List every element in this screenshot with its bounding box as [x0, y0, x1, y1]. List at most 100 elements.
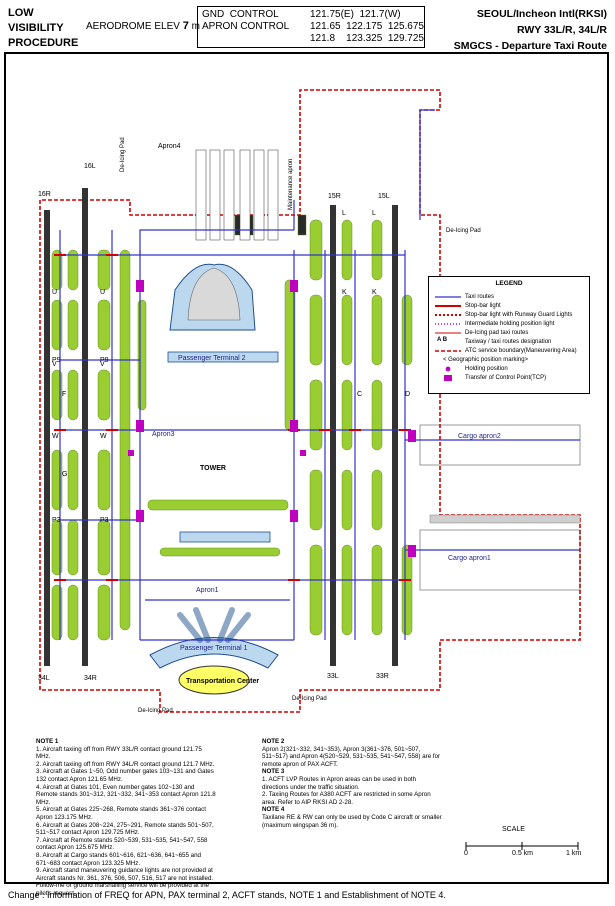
note-1-title: NOTE 1: [36, 738, 59, 745]
legend-item: De-Icing pad taxi routes: [465, 330, 529, 336]
tcp-markers: [128, 280, 416, 557]
cargo-apron-2-area: [419, 424, 581, 466]
transportation-center-shape: [178, 665, 250, 695]
scale: SCALE 0 0.5 km 1 km: [456, 826, 584, 866]
taxiway-label: P9: [52, 357, 61, 364]
note-2-text: Apron 2(321~332, 341~353), Apron 3(361~3…: [262, 745, 441, 768]
legend-taxiway-designation-symbol: A B: [437, 337, 448, 343]
aerodrome-elevation: AERODROME ELEV 7 m: [86, 20, 200, 32]
passenger-terminal-2-label: Passenger Terminal 2: [178, 355, 246, 362]
taxiway-label: W: [52, 433, 59, 440]
taxiway-label: V: [52, 361, 57, 368]
apron-control-values-2: 121.8 123.325 129.725: [310, 33, 424, 44]
runway-16l-34r: [82, 188, 88, 666]
legend: LEGEND A B Taxi routes Stop-bar light St…: [428, 276, 590, 394]
runway-label-34l: 34L: [38, 675, 50, 682]
taxiway-label: V: [100, 361, 105, 368]
grass-right: [234, 214, 413, 636]
note-3-item: 1. ACFT LVP Routes in Apron areas can be…: [262, 775, 417, 791]
chart-frame: [4, 52, 609, 884]
taxiway-label: G: [62, 471, 67, 478]
terminal-2-dome: [187, 267, 241, 321]
runway-designators: RWY 33L/R, 34L/R: [516, 24, 607, 36]
runway-label-16r: 16R: [38, 191, 51, 198]
procedure-title-line-2: VISIBILITY: [8, 22, 64, 34]
runway-label-33r: 33R: [376, 673, 389, 680]
scale-label-1km: 1 km: [566, 850, 582, 857]
runway-16r-34l: [44, 210, 50, 666]
legend-symbols: [435, 296, 461, 381]
gnd-control-label: GND CONTROL: [202, 9, 279, 20]
taxiway-label: L: [372, 210, 376, 217]
taxiway-label: D: [405, 391, 410, 398]
taxiway-label: C: [357, 391, 362, 398]
deicing-pad-se-label: De-Icing Pad: [292, 696, 327, 702]
legend-item: Intermediate holding position light: [465, 321, 555, 327]
deicing-pad-south-label: De-Icing Pad: [138, 708, 173, 714]
apron-control-values-1: 121.65 122.175 125.675: [310, 21, 424, 32]
change-note: Change : Information of FREQ for APN, PA…: [8, 890, 446, 900]
passenger-terminal-1: [149, 637, 279, 669]
cargo-apron1-label: Cargo apron1: [448, 555, 491, 562]
procedure-title: LOW VISIBILITY PROCEDURE: [8, 6, 80, 51]
legend-item: ATC service boundary(Maneuvering Area): [465, 348, 577, 354]
gnd-control-values: 121.75(E) 121.7(W): [310, 9, 401, 20]
procedure-title-line-1: LOW: [8, 7, 34, 19]
tower-label: TOWER: [200, 465, 226, 472]
procedure-title-line-3: PROCEDURE: [8, 37, 79, 49]
aerodrome-elev-label: AERODROME ELEV: [86, 21, 180, 32]
apron3-label: Apron3: [152, 431, 175, 438]
aerodrome-elev-unit: m: [191, 21, 200, 32]
chart-name: SMGCS - Departure Taxi Route: [453, 40, 607, 52]
aerodrome-elev-value: 7: [182, 20, 189, 32]
deicing-pad-north-label: De-Icing Pad: [120, 137, 126, 172]
runway-label-15l: 15L: [378, 193, 390, 200]
scale-title: SCALE: [502, 826, 525, 833]
taxiway-label: K: [342, 289, 347, 296]
scale-bar: [465, 842, 579, 850]
note-1-item: 8. Aircraft at Cargo stands 601~616, 621…: [36, 851, 201, 867]
cargo-apron-1-area: [419, 529, 581, 591]
airport-name: SEOUL/Incheon Intl(RKSI): [476, 8, 607, 20]
legend-item: Taxi routes: [465, 294, 495, 300]
note-1-item: 5. Aircraft at Gates 225~268, Remote sta…: [36, 806, 206, 821]
runway-15l-33r: [392, 205, 398, 666]
legend-item: Stop-bar light: [465, 303, 501, 309]
apron4-stands: [195, 149, 279, 241]
apron1-label: Apron1: [196, 587, 219, 594]
deicing-pad-east-label: De-Icing Pad: [446, 228, 481, 234]
frequency-box: GND CONTROL 121.75(E) 121.7(W) APRON CON…: [197, 6, 425, 48]
note-2-title: NOTE 2: [262, 738, 285, 745]
note-3-title: NOTE 3: [262, 768, 285, 776]
transportation-center-label: Transportation Center: [186, 678, 259, 685]
note-4-title: NOTE 4: [262, 806, 285, 814]
note-1: NOTE 1 1. Aircraft taxiing off from RWY …: [36, 738, 216, 897]
passenger-terminal-1-label: Passenger Terminal 1: [180, 645, 248, 652]
taxiway-label: P3: [52, 517, 61, 524]
note-1-item: 4. Aircraft at Gates 101, Even number ga…: [36, 783, 216, 806]
cargo-apron-1-parking: [429, 514, 581, 524]
maintenance-apron-label: Maintenance apron: [288, 159, 294, 210]
cargo-apron2-label: Cargo apron2: [458, 433, 501, 440]
grass-left: [51, 249, 131, 641]
taxiway-label: F: [62, 391, 66, 398]
apron4-label: Apron4: [158, 143, 181, 150]
terminal-2-concourse: [167, 351, 279, 363]
taxi-routes: [59, 109, 580, 641]
runway-15r-33l: [330, 205, 336, 666]
stop-bar-lights: [54, 254, 411, 581]
legend-item: Transfer of Control Point(TCP): [465, 375, 547, 381]
note-4-text: Taxilane RE & RW can only be used by Cod…: [262, 813, 442, 829]
terminal-1-piers: [177, 607, 251, 643]
note-1-item: 9. Aircraft stand maneuvering guidance l…: [36, 867, 214, 897]
taxiway-label: L: [342, 210, 346, 217]
chart-identity: SEOUL/Incheon Intl(RKSI) RWY 33L/R, 34L/…: [454, 6, 607, 54]
taxiway-label: P3: [100, 517, 109, 524]
note-1-item: 6. Aircraft at Gates 208~224, 275~291, R…: [36, 821, 214, 837]
note-1-item: 2. Aircraft taxiing off from RWY 34L/R c…: [36, 760, 215, 768]
legend-title: LEGEND: [495, 280, 523, 287]
runway-label-33l: 33L: [327, 673, 339, 680]
legend-item: Stop-bar light with Runway Guard Lights: [465, 312, 573, 318]
note-1-item: 3. Aircraft at Gates 1~50, Odd number ga…: [36, 768, 214, 783]
